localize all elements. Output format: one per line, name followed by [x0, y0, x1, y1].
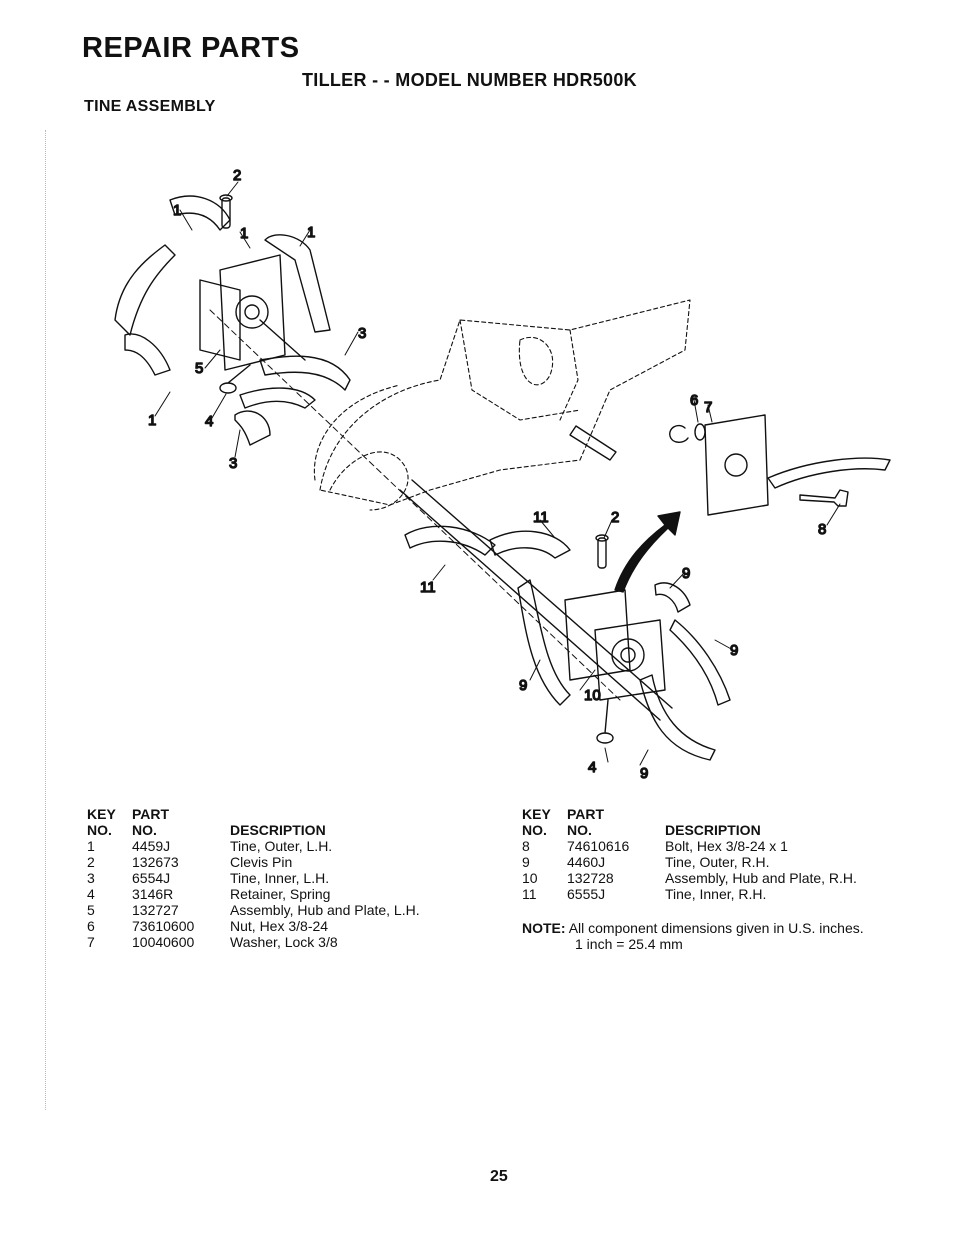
tine-outer-rh-upper	[767, 457, 891, 489]
callout-labels: 2 1 1 1 3 5 1 4 3 6 7 8 11 2 11 9 9 9 10…	[147, 166, 827, 782]
bolt-hex	[799, 489, 849, 507]
callout-6: 6	[690, 392, 698, 409]
header-key-top: KEY	[87, 806, 116, 822]
callout-4-b: 4	[588, 759, 596, 776]
header-key-top: KEY	[522, 806, 551, 822]
tines-lh	[114, 195, 351, 446]
callout-1-b: 1	[240, 225, 248, 242]
clevis-pin-top	[219, 194, 233, 229]
tine-assembly-diagram: 2 1 1 1 3 5 1 4 3 6 7 8 11 2 11 9 9 9 10…	[114, 166, 891, 783]
callout-7: 7	[704, 399, 712, 416]
section-title: TINE ASSEMBLY	[84, 98, 216, 115]
rotation-arrow	[614, 511, 681, 593]
note-label: NOTE:	[522, 920, 566, 936]
callout-9-c: 9	[519, 677, 527, 694]
spring-retainer-lh	[219, 364, 251, 394]
header-key-no: NO.	[522, 822, 547, 838]
callout-1-d: 1	[148, 412, 156, 429]
callout-3-a: 3	[358, 325, 366, 342]
callout-1-c: 1	[307, 224, 315, 241]
header-part-no: NO.	[567, 822, 592, 838]
note-line1: All component dimensions given in U.S. i…	[568, 920, 864, 936]
callout-2-bottom: 2	[611, 509, 619, 526]
callout-9-a: 9	[682, 565, 690, 582]
header-key-no: NO.	[87, 822, 112, 838]
note-line2: 1 inch = 25.4 mm	[575, 936, 683, 952]
callout-1-a: 1	[173, 202, 181, 219]
model-title: TILLER - - MODEL NUMBER HDR500K	[302, 70, 637, 90]
callout-11-a: 11	[533, 509, 549, 526]
header-part-top: PART	[132, 806, 170, 822]
page-title: REPAIR PARTS	[82, 32, 300, 64]
dimensions-note: NOTE: All component dimensions given in …	[522, 920, 864, 952]
hub-plate-rh-small	[669, 414, 769, 516]
spring-retainer-rh	[596, 699, 614, 744]
tine-shaft	[209, 309, 673, 721]
hub-plate-rh	[564, 589, 666, 701]
leader-lines	[154, 181, 841, 766]
header-part-no: NO.	[132, 822, 157, 838]
header-description: DESCRIPTION	[230, 822, 326, 838]
callout-8: 8	[818, 521, 826, 538]
callout-4-a: 4	[205, 413, 213, 430]
callout-9-d: 9	[640, 765, 648, 782]
callout-11-b: 11	[420, 579, 436, 596]
callout-5: 5	[195, 360, 203, 377]
header-part-top: PART	[567, 806, 605, 822]
tines-rh	[404, 525, 731, 761]
clevis-pin-bottom	[595, 534, 609, 569]
tiller-housing	[313, 299, 691, 511]
hub-plate-lh	[199, 254, 306, 371]
callout-10: 10	[584, 687, 601, 704]
header-description: DESCRIPTION	[665, 822, 761, 838]
callout-2-top: 2	[233, 167, 241, 184]
page-number: 25	[490, 1168, 508, 1185]
margin-dots	[45, 130, 46, 1110]
callout-3-b: 3	[229, 455, 237, 472]
callout-9-b: 9	[730, 642, 738, 659]
